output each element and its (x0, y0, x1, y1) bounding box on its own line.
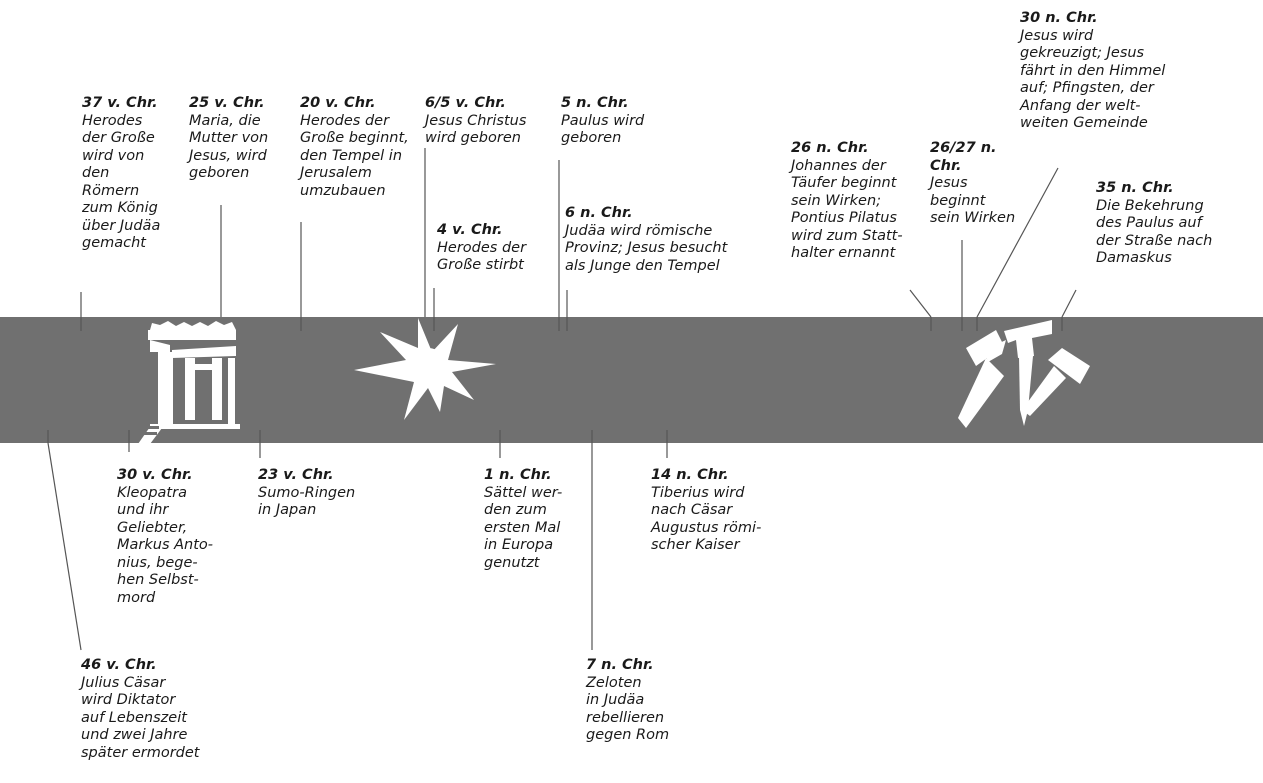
event-date: 7 n. Chr. (586, 657, 654, 673)
event-date: 37 v. Chr. (82, 95, 158, 111)
event-text: Julius Cäsar wird Diktator auf Lebenszei… (81, 674, 200, 761)
event-date: 4 v. Chr. (437, 222, 503, 238)
event-6ad: 6 n. Chr. Judäa wird römische Provinz; J… (565, 205, 755, 275)
event-6bc: 6/5 v. Chr. Jesus Christus wird geboren (425, 95, 555, 148)
event-37bc: 37 v. Chr. Herodes der Große wird von de… (82, 95, 172, 253)
event-text: Herodes der Große stirbt (437, 239, 527, 274)
event-text: Paulus wird geboren (561, 112, 645, 147)
temple-icon (138, 321, 240, 444)
event-date: 14 n. Chr. (651, 467, 729, 483)
event-date: 6 n. Chr. (565, 205, 633, 221)
leader-35ad (1061, 289, 1077, 318)
star-of-bethlehem-icon (354, 318, 496, 420)
leader-46bc (47, 442, 82, 651)
event-26ad: 26 n. Chr. Johannes der Täufer beginnt s… (791, 140, 921, 263)
event-20bc: 20 v. Chr. Herodes der Große beginnt, de… (300, 95, 425, 200)
event-25bc: 25 v. Chr. Maria, die Mutter von Jesus, … (189, 95, 289, 183)
event-date: 30 v. Chr. (117, 467, 193, 483)
event-date: 26/27 n. Chr. (930, 140, 997, 174)
event-text: Tiberius wird nach Cäsar Augustus römi- … (651, 484, 762, 554)
leader-26ad (909, 289, 932, 318)
event-text: Johannes der Täufer beginnt sein Wirken;… (791, 157, 903, 262)
event-text: Sättel wer- den zum ersten Mal in Europa… (484, 484, 563, 571)
event-text: Zeloten in Judäa rebellieren gegen Rom (586, 674, 670, 744)
crossed-hammers-icon (958, 320, 1090, 428)
event-30ad: 30 n. Chr. Jesus wird gekreuzigt; Jesus … (1020, 10, 1180, 133)
event-date: 35 n. Chr. (1096, 180, 1174, 196)
event-date: 6/5 v. Chr. (425, 95, 506, 111)
event-5ad: 5 n. Chr. Paulus wird geboren (561, 95, 681, 148)
event-text: Herodes der Große beginnt, den Tempel in… (300, 112, 409, 199)
event-text: Die Bekehrung des Paulus auf der Straße … (1096, 197, 1213, 267)
event-date: 20 v. Chr. (300, 95, 376, 111)
event-date: 5 n. Chr. (561, 95, 629, 111)
event-date: 25 v. Chr. (189, 95, 265, 111)
event-23bc: 23 v. Chr. Sumo-Ringen in Japan (258, 467, 378, 520)
event-date: 1 n. Chr. (484, 467, 552, 483)
event-text: Judäa wird römische Provinz; Jesus besuc… (565, 222, 728, 274)
event-4bc: 4 v. Chr. Herodes der Große stirbt (437, 222, 547, 275)
event-text: Maria, die Mutter von Jesus, wird gebore… (189, 112, 269, 182)
event-text: Jesus Christus wird geboren (425, 112, 527, 147)
event-date: 26 n. Chr. (791, 140, 869, 156)
event-35ad: 35 n. Chr. Die Bekehrung des Paulus auf … (1096, 180, 1256, 268)
event-2627ad: 26/27 n. Chr. Jesus beginnt sein Wirken (930, 140, 1020, 228)
event-7ad: 7 n. Chr. Zeloten in Judäa rebellieren g… (586, 657, 706, 745)
event-text: Kleopatra und ihr Geliebter, Markus Anto… (117, 484, 214, 606)
event-14ad: 14 n. Chr. Tiberius wird nach Cäsar Augu… (651, 467, 791, 555)
event-text: Jesus beginnt sein Wirken (930, 175, 1016, 226)
leader-30ad (976, 167, 1059, 318)
event-text: Sumo-Ringen in Japan (258, 484, 356, 519)
event-date: 46 v. Chr. (81, 657, 157, 673)
event-text: Herodes der Große wird von den Römern zu… (82, 112, 161, 252)
event-1ad: 1 n. Chr. Sättel wer- den zum ersten Mal… (484, 467, 594, 572)
event-date: 23 v. Chr. (258, 467, 334, 483)
event-30bc: 30 v. Chr. Kleopatra und ihr Geliebter, … (117, 467, 237, 607)
event-text: Jesus wird gekreuzigt; Jesus fährt in de… (1020, 27, 1166, 132)
event-46bc: 46 v. Chr. Julius Cäsar wird Diktator au… (81, 657, 221, 762)
event-date: 30 n. Chr. (1020, 10, 1098, 26)
